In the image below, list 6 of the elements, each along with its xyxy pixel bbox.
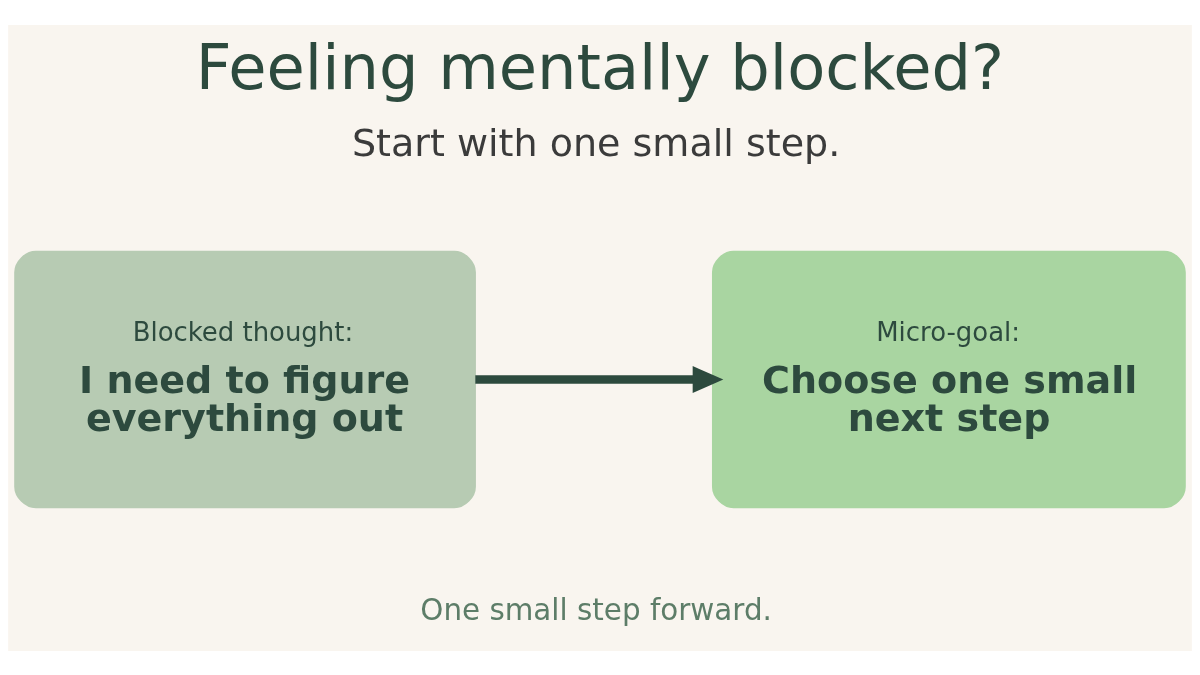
label: Start with one small step. (351, 120, 841, 165)
diagram-title: Feeling mentally blocked? (195, 30, 1005, 104)
caption: One small step forward. (420, 592, 772, 627)
arrow (475, 365, 724, 393)
node-box: Blocked thought: I need to figure everything out (14, 250, 476, 508)
node-box: Micro-goal: Choose one small next step (711, 250, 1186, 508)
